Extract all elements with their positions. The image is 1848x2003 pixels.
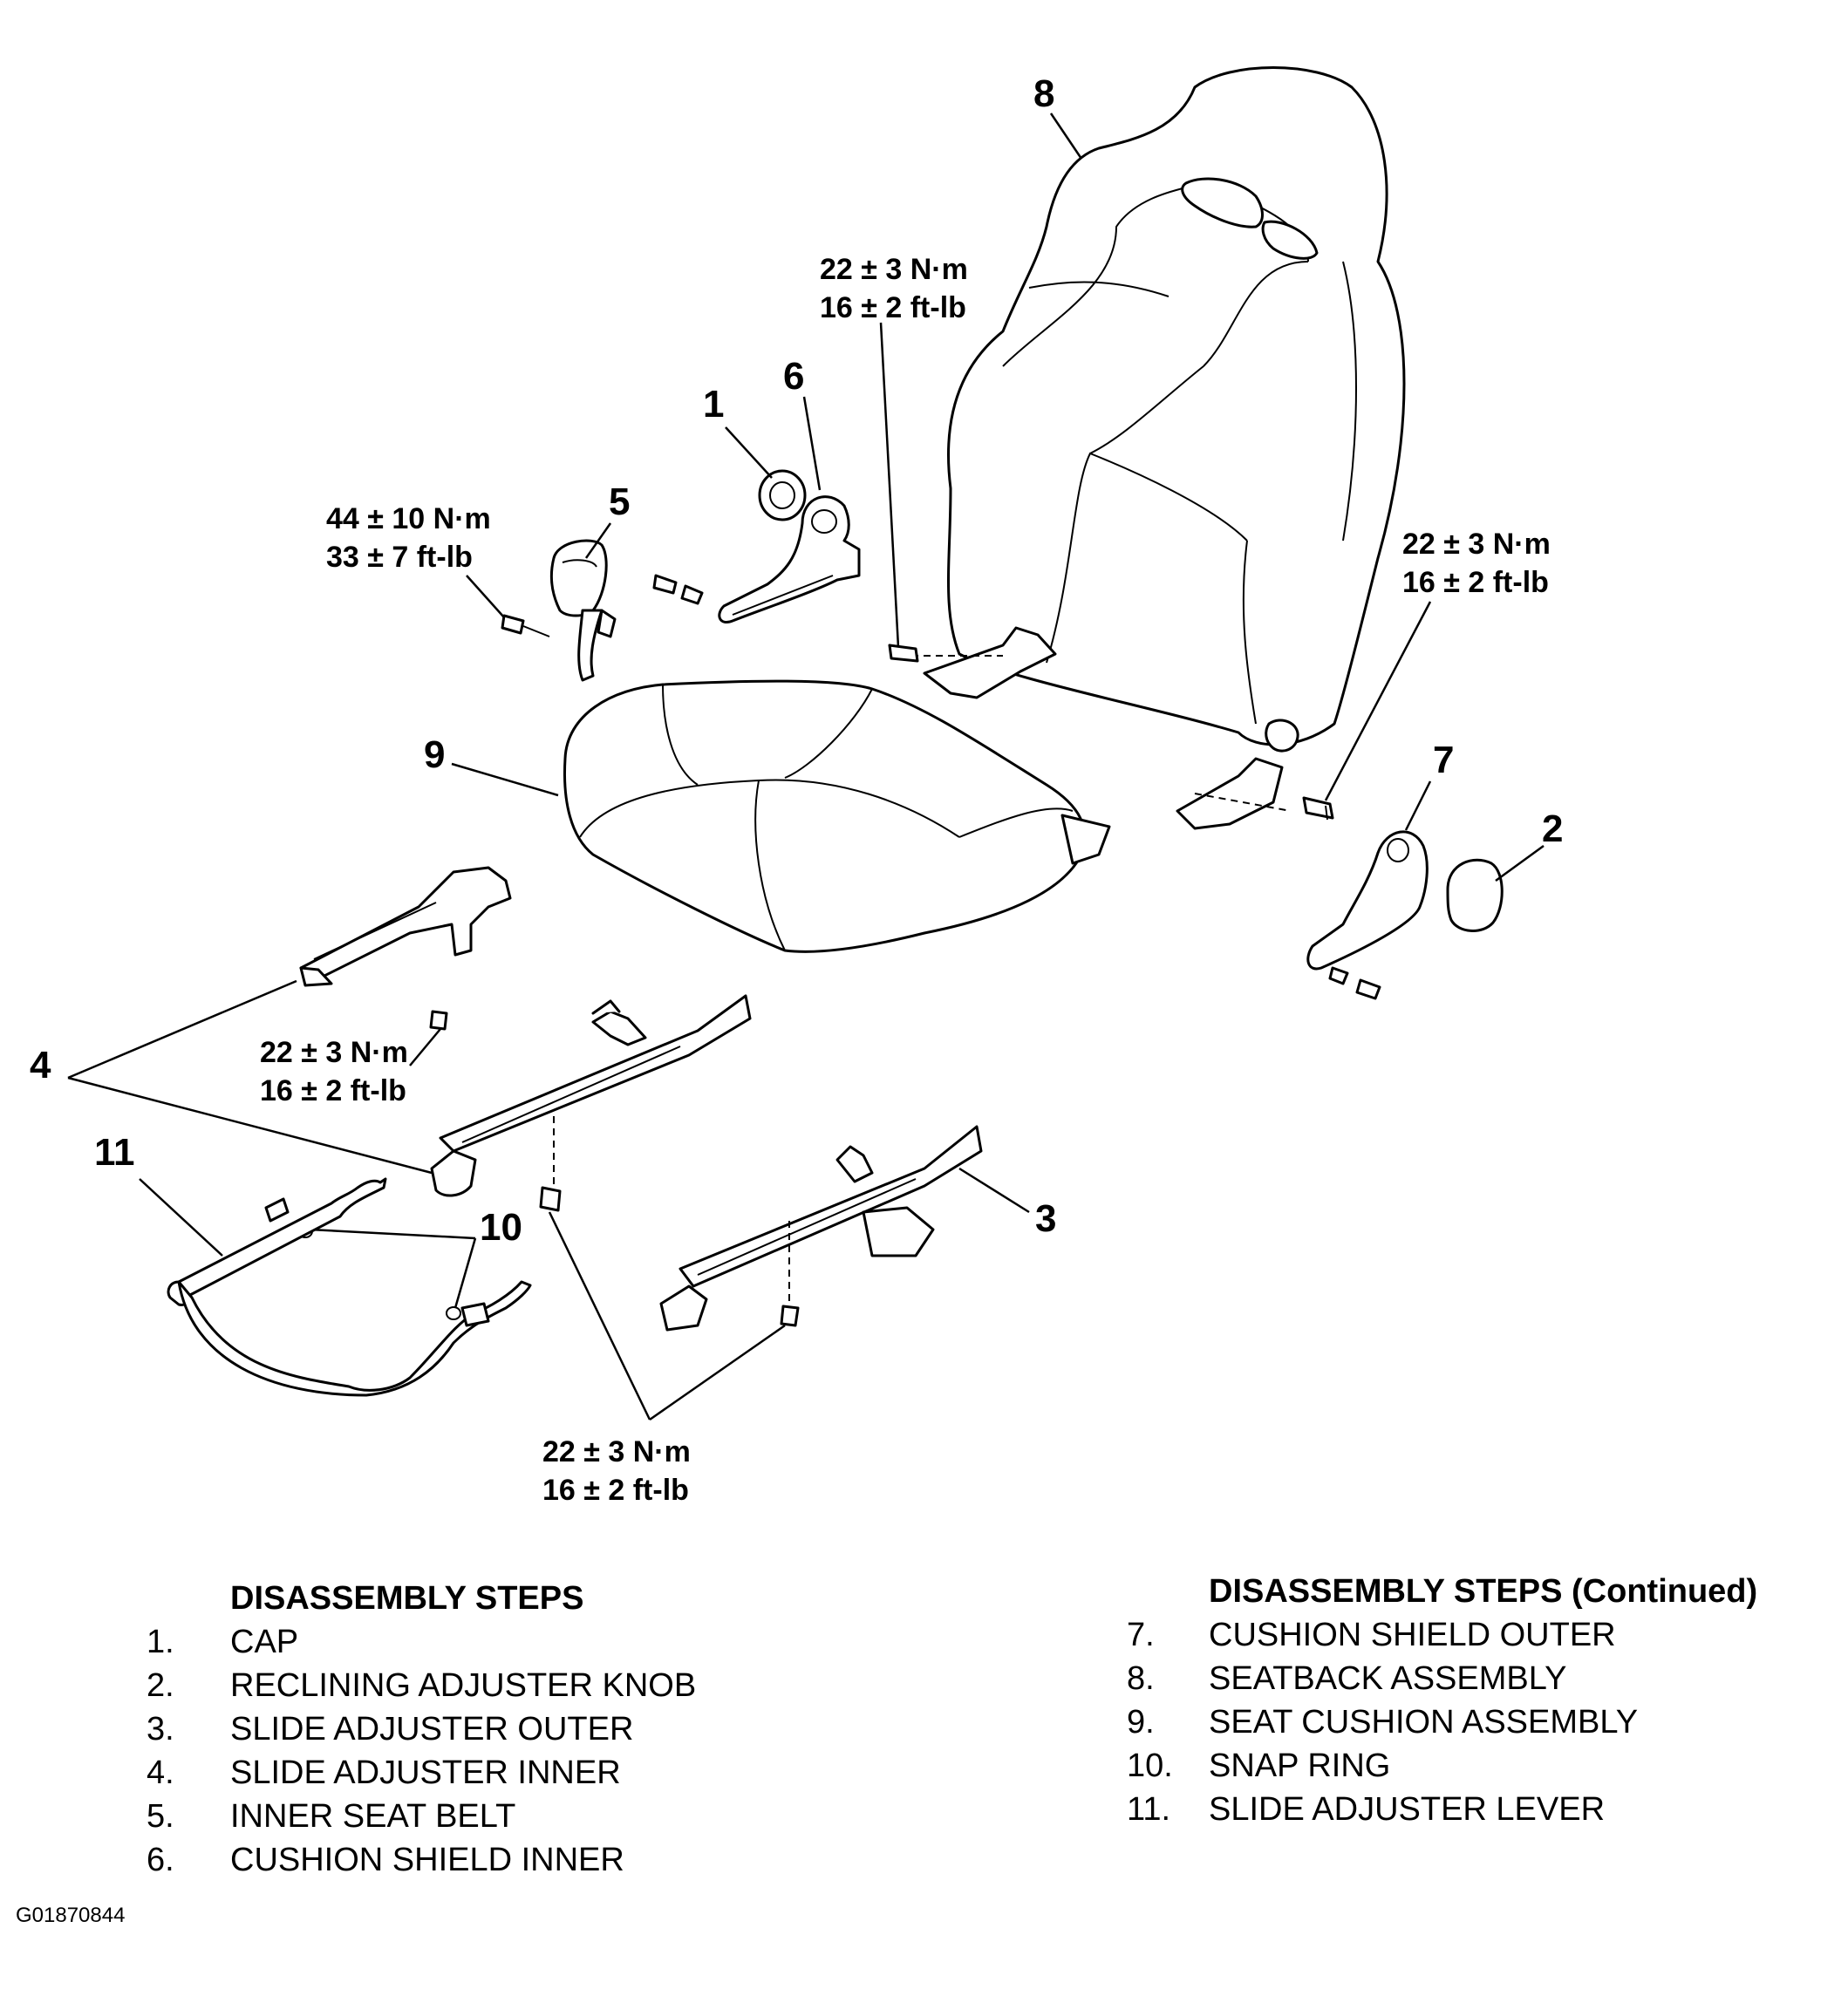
step-label: SLIDE ADJUSTER LEVER xyxy=(1209,1791,1606,1828)
torque-seatback-right-nm: 22 ± 3 N·m xyxy=(1402,528,1551,561)
step-row: 7. CUSHION SHIELD OUTER xyxy=(1127,1613,1757,1657)
step-row: 6. CUSHION SHIELD INNER xyxy=(147,1838,696,1882)
callout-11: 11 xyxy=(94,1131,135,1174)
seat-exploded-diagram: 8 22 ± 3 N·m 16 ± 2 ft-lb 22 ± 3 N·m 16 … xyxy=(30,66,1563,1507)
callout-6: 6 xyxy=(783,355,804,398)
cushion-shield-outer xyxy=(1306,830,1429,971)
step-number: 5. xyxy=(147,1798,174,1835)
steps-heading: DISASSEMBLY STEPS xyxy=(230,1580,584,1617)
callout-5: 5 xyxy=(609,480,630,523)
torque-seatback-left-nm: 22 ± 3 N·m xyxy=(820,253,968,286)
step-label: SLIDE ADJUSTER OUTER xyxy=(230,1711,634,1748)
callout-7: 7 xyxy=(1433,739,1454,781)
step-label: CAP xyxy=(230,1624,299,1660)
torque-seatback-right-ftlb: 16 ± 2 ft-lb xyxy=(1402,566,1549,599)
step-number: 11. xyxy=(1127,1791,1171,1828)
torque-slide-inner-nm: 22 ± 3 N·m xyxy=(260,1036,408,1069)
step-row: 8. SEATBACK ASSEMBLY xyxy=(1127,1657,1757,1700)
step-number: 9. xyxy=(1127,1704,1155,1741)
step-row: 2. RECLINING ADJUSTER KNOB xyxy=(147,1664,696,1707)
figure-code: G01870844 xyxy=(16,1904,126,1927)
step-number: 1. xyxy=(147,1624,174,1660)
torque-seat-belt-nm: 44 ± 10 N·m xyxy=(326,502,491,535)
step-label: CUSHION SHIELD OUTER xyxy=(1209,1617,1616,1653)
step-row: 4. SLIDE ADJUSTER INNER xyxy=(147,1751,696,1795)
step-row: 1. CAP xyxy=(147,1620,696,1664)
step-label: RECLINING ADJUSTER KNOB xyxy=(230,1667,697,1704)
callout-9: 9 xyxy=(424,733,445,776)
step-row: 5. INNER SEAT BELT xyxy=(147,1795,696,1838)
step-label: SEAT CUSHION ASSEMBLY xyxy=(1209,1704,1639,1741)
slide-adjuster-lever xyxy=(167,1177,532,1397)
step-label: INNER SEAT BELT xyxy=(230,1798,516,1835)
shield-inner-screws xyxy=(652,574,704,605)
step-row: 10. SNAP RING xyxy=(1127,1744,1757,1788)
callout-10: 10 xyxy=(480,1206,522,1249)
callout-2: 2 xyxy=(1542,807,1563,850)
step-number: 10. xyxy=(1127,1748,1173,1784)
reclining-adjuster-knob xyxy=(1446,858,1504,932)
callout-8: 8 xyxy=(1033,72,1054,115)
slide-adjuster-inner-rail xyxy=(430,994,752,1197)
step-row: 9. SEAT CUSHION ASSEMBLY xyxy=(1127,1700,1757,1744)
torque-slide-inner-ftlb: 16 ± 2 ft-lb xyxy=(260,1074,406,1107)
shield-outer-screws xyxy=(1328,966,1381,1000)
step-number: 6. xyxy=(147,1842,174,1878)
cap xyxy=(758,469,807,521)
disassembly-steps-right: DISASSEMBLY STEPS (Continued) 7. CUSHION … xyxy=(1127,1570,1757,1831)
inner-seat-belt xyxy=(549,539,617,682)
slide-adjuster-inner-bracket xyxy=(299,866,512,1031)
step-number: 7. xyxy=(1127,1617,1155,1653)
seat-cushion-assembly xyxy=(563,679,1111,953)
torque-seat-belt-ftlb: 33 ± 7 ft-lb xyxy=(326,541,473,574)
step-label: CUSHION SHIELD INNER xyxy=(230,1842,624,1878)
torque-slide-bottom-ftlb: 16 ± 2 ft-lb xyxy=(542,1474,689,1507)
seatback-left-bracket xyxy=(888,626,1057,699)
step-row: 3. SLIDE ADJUSTER OUTER xyxy=(147,1707,696,1751)
disassembly-steps-left: DISASSEMBLY STEPS 1. CAP 2. RECLINING ADJU… xyxy=(147,1577,696,1882)
slide-adjuster-outer xyxy=(659,1125,983,1332)
torque-seatback-left-ftlb: 16 ± 2 ft-lb xyxy=(820,291,966,324)
seatback-right-bracket xyxy=(1176,719,1334,830)
step-label: SNAP RING xyxy=(1209,1748,1391,1784)
seatback-assembly xyxy=(947,66,1406,746)
snap-ring xyxy=(297,1224,461,1320)
step-label: SLIDE ADJUSTER INNER xyxy=(230,1754,621,1791)
torque-slide-bottom-nm: 22 ± 3 N·m xyxy=(542,1435,691,1468)
callout-4: 4 xyxy=(30,1044,51,1087)
step-label: SEATBACK ASSEMBLY xyxy=(1209,1660,1567,1697)
step-number: 4. xyxy=(147,1754,174,1791)
step-number: 2. xyxy=(147,1667,174,1704)
steps-heading-continued: DISASSEMBLY STEPS (Continued) xyxy=(1209,1573,1758,1610)
step-number: 8. xyxy=(1127,1660,1155,1697)
step-row: 11. SLIDE ADJUSTER LEVER xyxy=(1127,1788,1757,1831)
callout-1: 1 xyxy=(703,383,724,426)
cushion-shield-inner xyxy=(718,495,861,623)
callout-3: 3 xyxy=(1035,1197,1056,1240)
step-number: 3. xyxy=(147,1711,174,1748)
